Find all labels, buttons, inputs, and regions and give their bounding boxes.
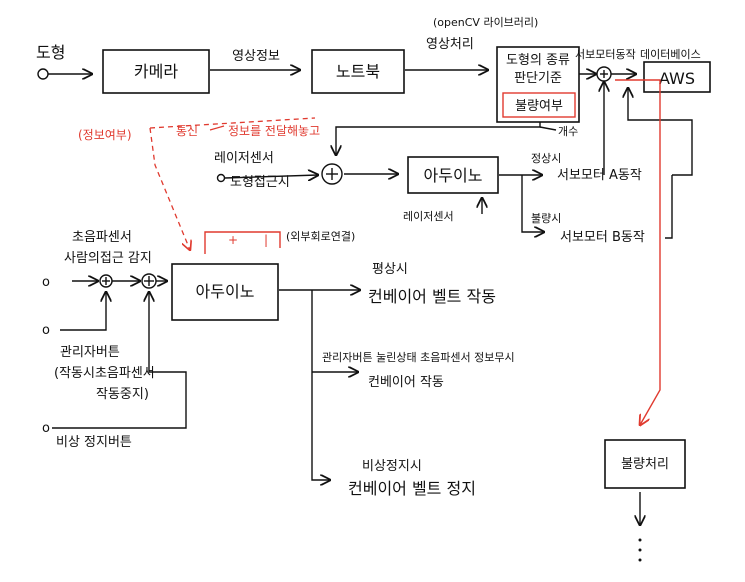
line-servo-b-up bbox=[665, 175, 673, 239]
input-node-laser bbox=[216, 173, 226, 183]
shape-title: 도형 bbox=[36, 43, 65, 62]
image-processing-label: 영상처리 bbox=[426, 37, 474, 52]
arrow-decision-to-top-sum bbox=[336, 122, 541, 155]
ultrasonic-line1: 초음파센서 bbox=[72, 230, 132, 245]
laptop-box bbox=[311, 49, 405, 94]
camera-box bbox=[102, 49, 210, 94]
admin-button-line3: 작동중지) bbox=[96, 387, 149, 402]
arrow-to-servo-b bbox=[521, 175, 544, 232]
arrow-emergency-to-sum2 bbox=[52, 292, 187, 429]
arduino-main-label: 아두이노 bbox=[196, 282, 255, 301]
servo-b-label: 서보모터 B동작 bbox=[560, 230, 645, 245]
shape-judgement-box bbox=[496, 46, 580, 123]
svg-text:|: | bbox=[264, 233, 268, 247]
aws-box bbox=[643, 61, 711, 93]
arduino-top-label: 아두이노 bbox=[424, 166, 483, 185]
defect-handling-label: 불량처리 bbox=[621, 457, 669, 472]
emergency-button-label: 비상 정지버튼 bbox=[56, 435, 132, 450]
normal-main-label: 평상시 bbox=[372, 262, 408, 277]
video-info-label: 영상정보 bbox=[232, 49, 280, 64]
camera-label: 카메라 bbox=[134, 62, 178, 81]
arrow-admin-to-sum1 bbox=[60, 292, 106, 331]
admin-pressed-line2: 컨베이어 작동 bbox=[368, 375, 444, 390]
external-circuit-label: (외부회로연결) bbox=[286, 230, 355, 243]
input-node-admin: o bbox=[42, 323, 50, 338]
arrow-to-conveyor-stop bbox=[311, 290, 330, 480]
emergency-state-label: 비상정지시 bbox=[362, 459, 422, 474]
arduino-main-box bbox=[171, 263, 279, 321]
telemetry-label: 통신 bbox=[176, 124, 198, 138]
normal-top-label: 정상시 bbox=[531, 152, 561, 165]
laptop-label: 노트북 bbox=[336, 62, 380, 81]
opencv-note: (openCV 라이브러리) bbox=[433, 16, 538, 29]
defect-check-label: 불량여부 bbox=[515, 99, 563, 114]
servo-a-label: 서보모터 A동작 bbox=[557, 168, 642, 183]
ultrasonic-line2: 사람의접근 감지 bbox=[64, 251, 152, 266]
laser-sensor-1-label: 레이저센서 bbox=[214, 151, 274, 166]
arrow-servo-a-to-aws bbox=[628, 88, 693, 176]
arrow-to-mid-sum bbox=[224, 175, 318, 178]
shape-kind-line2: 판단기준 bbox=[514, 71, 562, 86]
conveyor-run-label: 컨베이어 벨트 작동 bbox=[368, 287, 496, 306]
admin-button-line2: (작동시초음파센서 bbox=[54, 366, 155, 381]
shape-kind-line1: 도형의 종류 bbox=[506, 53, 570, 68]
shape-approach-label: 도형접근시 bbox=[230, 175, 290, 190]
laser-sensor-2-label: 레이저센서 bbox=[403, 210, 454, 223]
external-circuit-red-shape bbox=[204, 231, 281, 254]
admin-pressed-line1: 관리자버튼 눌린상태 초음파센서 정보무시 bbox=[322, 351, 515, 364]
database-label: 데이터베이스 bbox=[640, 48, 701, 61]
count-label: 개수 bbox=[558, 125, 578, 138]
servo-motor-op-label: 서보모터동작 bbox=[575, 48, 636, 61]
aws-label: AWS bbox=[659, 69, 695, 88]
input-node-top bbox=[37, 68, 49, 80]
input-node-main: o bbox=[42, 275, 50, 290]
red-dashed-link bbox=[149, 127, 190, 250]
svg-text:+: + bbox=[228, 233, 238, 247]
info-sent-label: 정보를 전달해놓고 bbox=[228, 124, 320, 138]
input-node-emergency: o bbox=[42, 421, 50, 436]
defect-sub-label: 불량시 bbox=[531, 212, 561, 225]
red-arrow-to-defect-handling bbox=[615, 79, 661, 425]
mid-sum-node bbox=[321, 163, 343, 185]
red-note-label: (정보여부) bbox=[78, 128, 132, 142]
admin-button-line1: 관리자버튼 bbox=[60, 345, 120, 360]
conveyor-stop-label: 컨베이어 벨트 정지 bbox=[348, 479, 476, 498]
defect-check-red-box bbox=[502, 92, 576, 118]
arduino-top-box bbox=[407, 156, 499, 194]
defect-handling-box bbox=[604, 439, 686, 489]
